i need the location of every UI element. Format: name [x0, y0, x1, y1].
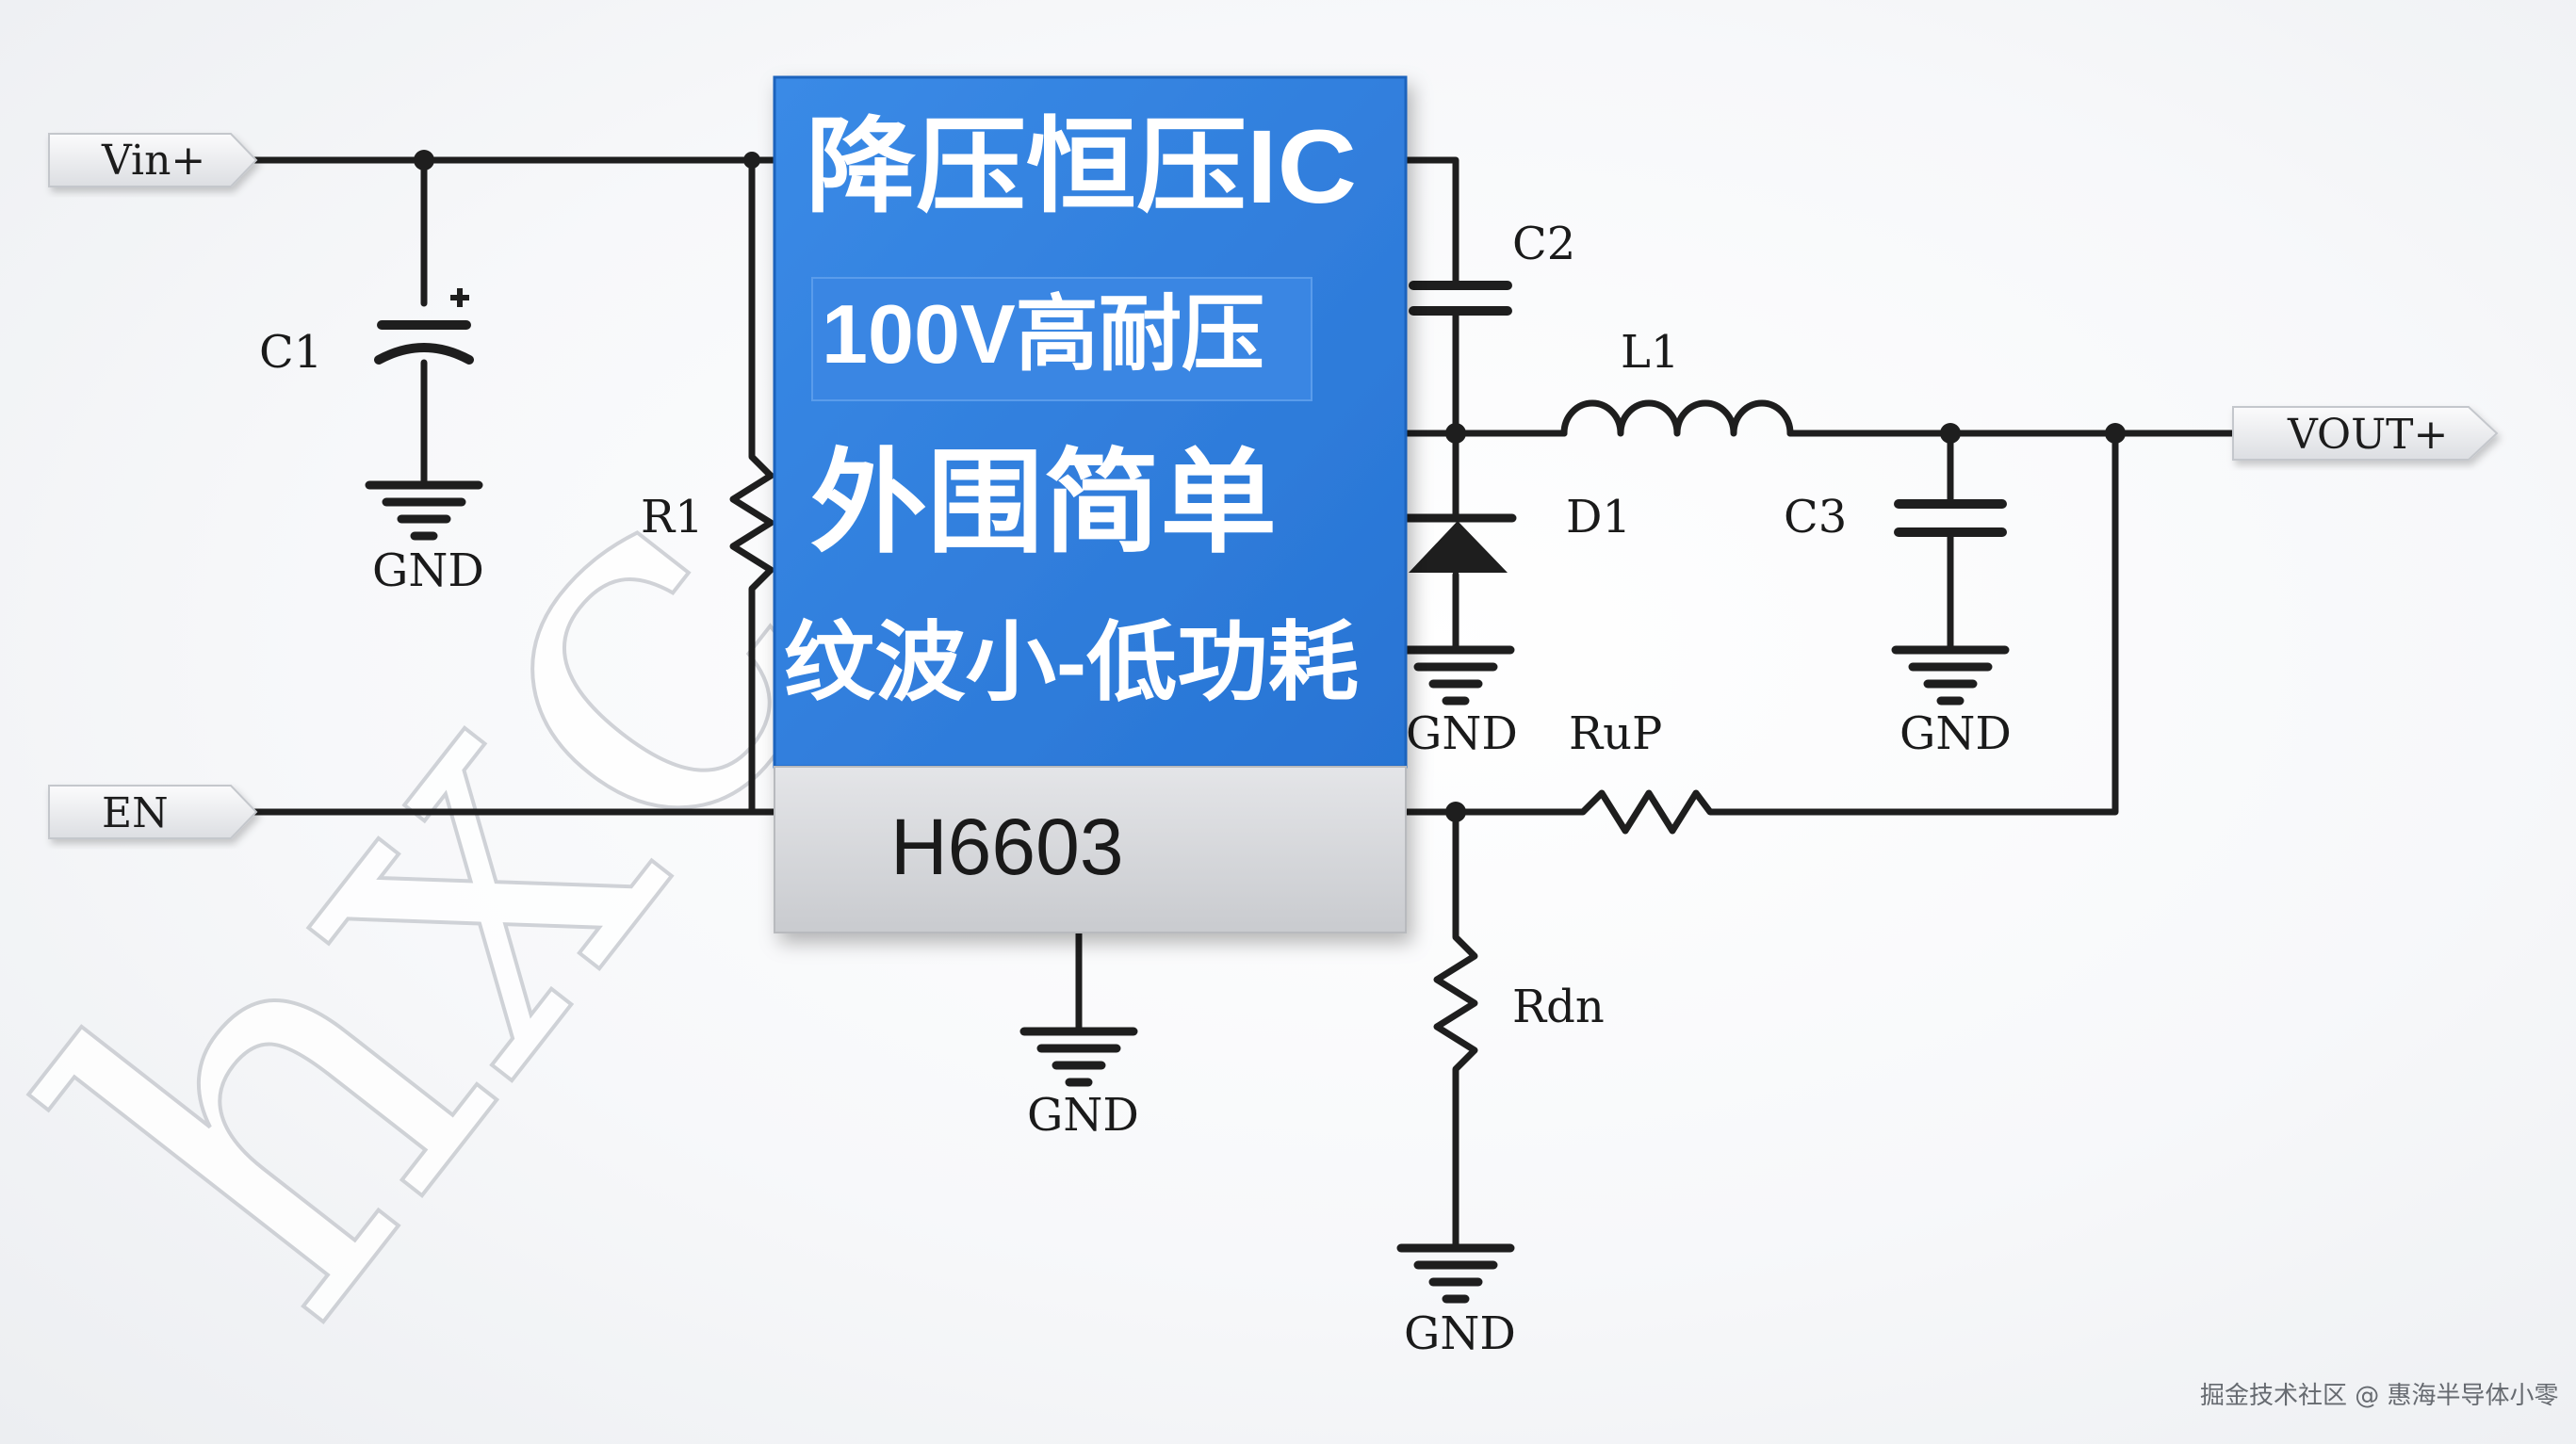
ic-chip-footer	[774, 766, 1407, 933]
ground-d1-icon	[1401, 650, 1510, 701]
wires	[251, 156, 2237, 1252]
gnd-label-c3: GND	[1899, 707, 2012, 760]
capacitor-c1-symbol	[374, 288, 474, 365]
port-vout-label: VOUT+	[2287, 411, 2448, 459]
label-rdn: Rdn	[1512, 981, 1605, 1033]
ic-chip-voltage-box	[811, 277, 1312, 401]
ic-chip-body	[773, 75, 1408, 769]
diode-d1-symbol	[1399, 513, 1517, 573]
label-c2: C2	[1512, 218, 1575, 270]
label-rup: RuP	[1569, 707, 1662, 760]
resistor-rdn-symbol	[1433, 915, 1478, 1082]
gnd-label-rdn: GND	[1404, 1307, 1516, 1360]
ground-c3-icon	[1896, 650, 2005, 701]
resistor-r1-symbol	[729, 430, 774, 607]
footer-credit: 掘金技术社区 @ 惠海半导体小零	[2200, 1382, 2559, 1410]
capacitor-c3-symbol	[1894, 499, 2007, 537]
chip-feature-lowpower: 纹波小-低功耗	[784, 615, 1359, 711]
label-d1: D1	[1566, 491, 1631, 544]
gnd-label-d1: GND	[1406, 707, 1518, 760]
label-c3: C3	[1784, 491, 1847, 544]
label-l1: L1	[1621, 326, 1679, 379]
chip-part-number: H6603	[890, 803, 1124, 891]
port-vin: Vin+	[48, 133, 258, 187]
ic-chip	[773, 75, 1408, 933]
port-vout: VOUT+	[2232, 406, 2499, 461]
junction-dots	[414, 150, 2126, 822]
port-en-label: EN	[102, 789, 169, 837]
ground-chip-icon	[1024, 1031, 1133, 1082]
inductor-l1-symbol	[1560, 399, 1794, 437]
capacitor-c2-symbol	[1409, 281, 1512, 316]
ground-rdn-icon	[1401, 1248, 1510, 1299]
port-en: EN	[48, 785, 258, 839]
chip-voltage-rating: 100V高耐压	[822, 287, 1264, 381]
resistor-rup-symbol	[1565, 789, 1728, 835]
port-vin-label: Vin+	[101, 137, 205, 185]
chip-headline: 降压恒压IC	[806, 109, 1357, 225]
gnd-label-chip: GND	[1027, 1089, 1139, 1142]
label-r1: R1	[641, 491, 704, 544]
label-c1: C1	[259, 326, 322, 379]
chip-feature-simple: 外围简单	[810, 440, 1277, 566]
gnd-label-c1: GND	[372, 544, 484, 597]
